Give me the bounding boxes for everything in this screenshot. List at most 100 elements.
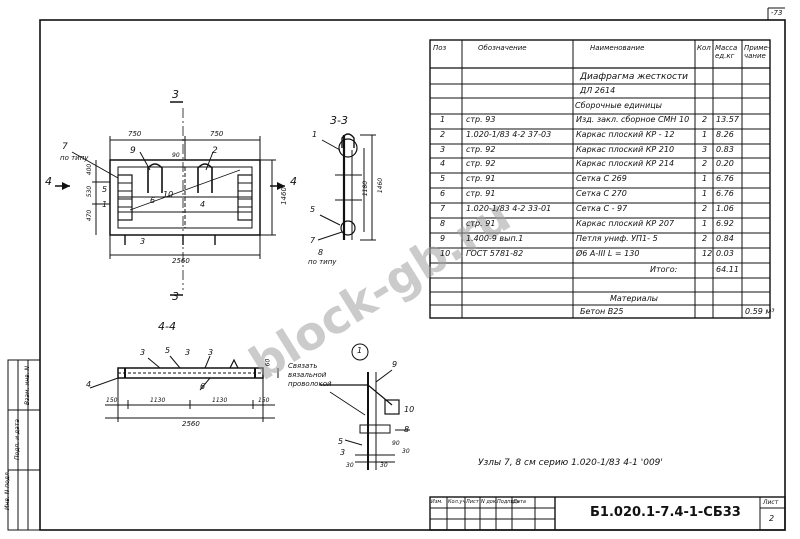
dim-44-150a: 150	[106, 397, 118, 404]
dim-33-h2: 1180	[362, 180, 370, 197]
plan-leader-9a: 9	[130, 146, 136, 156]
spec-cell-qty: 1	[702, 130, 708, 139]
spec-material-value: 0.59 м³	[745, 307, 775, 316]
node-mark: 1	[357, 346, 363, 355]
spec-cell-name: Каркас плоский КР - 12	[576, 130, 675, 139]
spec-cell-des: 1.400-9 вып.1	[466, 234, 524, 243]
stamp-code: Б1.020.1-7.4-1-СБ33	[590, 505, 741, 520]
spec-cell-pos: 6	[440, 189, 446, 198]
spec-material-name: Бетон В25	[580, 307, 624, 316]
spec-cell-des: стр. 91	[466, 174, 496, 183]
dim-plan-bottom: 2560	[172, 257, 190, 265]
dim-plan-left3: 470	[86, 209, 94, 222]
s33-leader-7: 7	[310, 236, 316, 245]
stamp-col-label: Подпись	[497, 499, 520, 505]
plan-section-mark-top: 3	[172, 88, 179, 101]
spec-cell-mass: 8.26	[716, 130, 734, 139]
spec-cell-des: ГОСТ 5781-82	[466, 249, 524, 258]
stamp-sheet-num: 2	[769, 514, 775, 523]
spec-cell-des: стр. 91	[466, 189, 496, 198]
node-leader-5: 5	[338, 437, 344, 446]
section-3-3-title: 3-3	[330, 114, 348, 127]
stamp-col-label: Изм.	[431, 499, 443, 505]
plan-leader-7: 7	[62, 142, 68, 152]
spec-cell-qty: 1	[702, 219, 708, 228]
section-4-4-title: 4-4	[158, 320, 176, 333]
spec-cell-qty: 2	[702, 159, 708, 168]
spec-cell-name: Каркас плоский КР 210	[576, 145, 675, 154]
spec-cell-pos: 2	[440, 130, 446, 139]
header-name: Наименование	[590, 44, 645, 52]
s44-leader-5: 5	[165, 346, 171, 355]
plan-leader-6: 6	[150, 196, 156, 205]
spec-cell-mass: 6.92	[716, 219, 734, 228]
tie-note-2: вязальной	[288, 371, 327, 379]
node-leader-9: 9	[392, 360, 398, 369]
dim-node-30a: 30	[346, 462, 354, 469]
spec-cell-name: Петля униф. УП1- 5	[576, 234, 658, 243]
spec-cell-pos: 10	[440, 249, 451, 258]
dim-plan-left2: 530	[86, 185, 94, 198]
plan-leader-1: 1	[102, 200, 108, 209]
spec-cell-name: Сетка С - 97	[576, 204, 628, 213]
spec-cell-des: 1.020-1/83 4-2 37-03	[466, 130, 552, 139]
spec-cell-name: Сетка С 270	[576, 189, 627, 198]
spec-cell-des: стр. 92	[466, 145, 496, 154]
spec-cell-des: стр. 92	[466, 159, 496, 168]
section-4-4	[89, 355, 279, 422]
s44-leader-6: 6	[200, 382, 206, 391]
dim-node-30b: 30	[380, 462, 388, 469]
spec-cell-qty: 1	[702, 189, 708, 198]
side-stamp-3: Взам. инв. N	[24, 366, 31, 405]
node-leader-10: 10	[404, 405, 415, 414]
spec-cell-name: Каркас плоский КР 207	[576, 219, 675, 228]
stamp-col-label: Кол.уч	[448, 499, 466, 505]
plan-leader-2: 2	[212, 146, 218, 156]
header-designation: Обозначение	[478, 44, 527, 52]
spec-cell-pos: 8	[440, 219, 446, 228]
header-note: Приме-чание	[744, 44, 771, 60]
spec-title-2: ДЛ 2614	[580, 86, 616, 95]
dim-44-150b: 150	[258, 397, 270, 404]
spec-cell-qty: 2	[702, 115, 708, 124]
dim-44-total: 2560	[182, 420, 200, 428]
spec-cell-qty: 12	[702, 249, 713, 258]
spec-cell-mass: 13.57	[716, 115, 739, 124]
spec-cell-mass: 6.76	[716, 189, 734, 198]
header-pos: Поз	[433, 44, 447, 52]
s33-leader-1: 1	[312, 130, 318, 139]
dim-44-h: 60	[264, 358, 272, 367]
spec-cell-mass: 6.76	[716, 174, 734, 183]
s33-leader-5: 5	[310, 205, 316, 214]
spec-cell-pos: 1	[440, 115, 446, 124]
plan-leader-5: 5	[102, 185, 108, 194]
plan-leader-4: 4	[200, 200, 206, 209]
dim-node-90: 90	[392, 440, 400, 447]
title-stamp-border	[429, 496, 786, 531]
spec-total-label: Итого:	[650, 265, 678, 274]
side-stamp-1: Инв. N подл.	[4, 470, 11, 510]
spec-section-units: Сборочные единицы	[575, 101, 662, 110]
corner-page-number: -73	[771, 9, 783, 17]
spec-cell-mass: 0.03	[716, 249, 734, 258]
plan-leader-3: 3	[140, 237, 146, 246]
spec-cell-des: 1.020-1/83 4-2 33-01	[466, 204, 552, 213]
frame-border	[39, 19, 786, 531]
dim-plan-right: 1460	[279, 187, 288, 205]
spec-cell-name: Изд. закл. сборное СМН 10	[576, 115, 690, 124]
plan-section-mark-bottom: 3	[172, 290, 179, 303]
spec-cell-qty: 1	[702, 174, 708, 183]
plan-side-mark-right: 4	[290, 175, 297, 188]
header-mass: Масса ед.кг	[715, 44, 738, 60]
dim-33-h: 1460	[377, 177, 385, 194]
s33-leader-8: 8	[318, 248, 324, 257]
spec-total-value: 64.11	[716, 265, 739, 274]
header-qty: Кол	[697, 44, 711, 52]
spec-cell-pos: 7	[440, 204, 446, 213]
spec-cell-name: Ø6 А-III L = 130	[576, 249, 640, 258]
spec-cell-mass: 0.83	[716, 145, 734, 154]
plan-po-tipu: по типу	[60, 154, 89, 162]
dim-44-1130b: 1130	[212, 397, 228, 404]
